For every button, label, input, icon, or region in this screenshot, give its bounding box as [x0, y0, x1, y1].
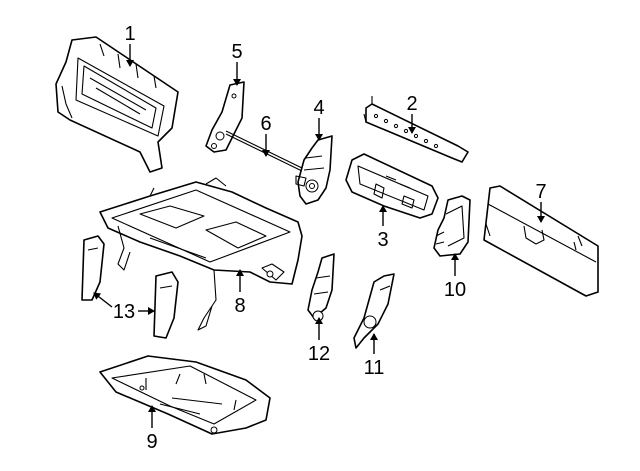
- callout-2: 2: [406, 93, 417, 115]
- callout-12: 12: [308, 343, 330, 365]
- leader-13a: [93, 292, 113, 308]
- callout-11: 11: [364, 357, 385, 379]
- part-13-leg-brackets: [81, 235, 179, 339]
- callout-6: 6: [260, 113, 271, 135]
- callout-8: 8: [234, 295, 245, 317]
- part-12-hinge-bracket: [307, 253, 335, 322]
- part-11-latch-bracket: [353, 273, 395, 349]
- callout-labels: 1 2 3 4 5 6 7 8 9 10 11 12 13: [113, 23, 547, 453]
- part-1-seat-back-frame: [55, 36, 179, 173]
- part-8-cushion-frame: [99, 177, 303, 331]
- leader-lines: [93, 44, 545, 428]
- callout-10: 10: [444, 279, 466, 301]
- callout-3: 3: [377, 229, 388, 251]
- part-6-cross-rod: [225, 130, 305, 173]
- part-5-recliner-plate: [205, 81, 245, 153]
- callout-4: 4: [313, 97, 324, 119]
- part-2-upper-bracket: [363, 96, 469, 163]
- callout-5: 5: [231, 41, 242, 63]
- callout-9: 9: [146, 431, 157, 453]
- callout-1: 1: [124, 23, 135, 45]
- callout-13: 13: [113, 301, 135, 323]
- part-3-side-shield: [345, 153, 439, 219]
- part-9-floor-tray: [99, 355, 271, 435]
- part-10-trim-cover: [433, 195, 471, 257]
- callout-7: 7: [535, 181, 546, 203]
- part-7-rear-panel: [483, 185, 599, 297]
- part-4-recliner-mechanism: [295, 135, 333, 205]
